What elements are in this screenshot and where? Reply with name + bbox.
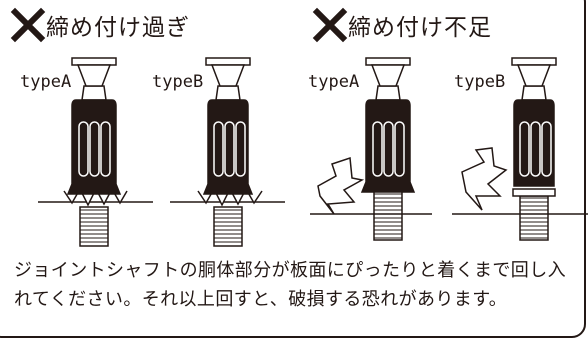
cross-mark-icon bbox=[10, 7, 46, 43]
typeB-label-under: typeB bbox=[454, 72, 506, 92]
shaft-typeA-over bbox=[63, 57, 128, 247]
instruction-text: ジョイントシャフトの胴体部分が板面にぴったりと着くまで回し入れてください。それ以… bbox=[14, 260, 566, 310]
title-under-tightened: 締め付け不足 bbox=[312, 4, 492, 46]
cross-mark-icon bbox=[312, 7, 348, 43]
typeB-label-over: typeB bbox=[152, 72, 204, 92]
shaft-typeA-under bbox=[317, 57, 416, 241]
title-over-tightened: 締め付け過ぎ bbox=[10, 4, 190, 46]
title-label: 締め付け不足 bbox=[348, 15, 492, 41]
shaft-typeB-over bbox=[197, 57, 263, 247]
shaft-typeB-under bbox=[461, 57, 557, 241]
typeA-label-over: typeA bbox=[20, 72, 72, 92]
diagram-artwork bbox=[38, 57, 588, 247]
typeA-label-under: typeA bbox=[308, 72, 360, 92]
title-label: 締め付け過ぎ bbox=[46, 15, 190, 41]
